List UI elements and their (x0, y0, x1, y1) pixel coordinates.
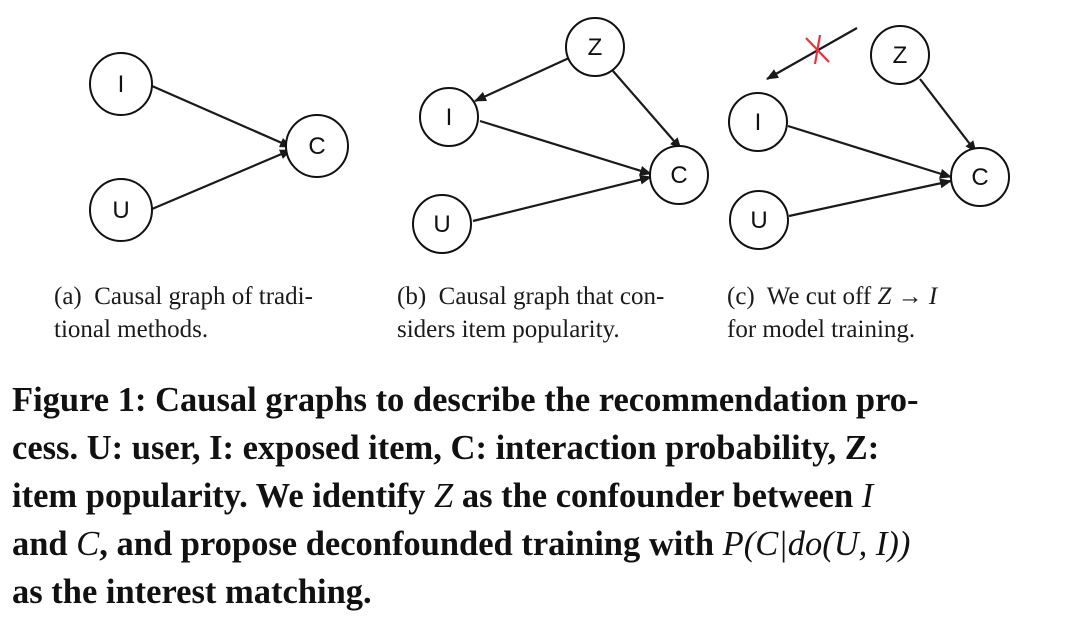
svg-text:Z: Z (588, 34, 603, 61)
subcaption-b-line1: (b) Causal graph that con- (397, 283, 665, 310)
subcaption-c-line2: for model training. (727, 316, 916, 343)
svg-text:C: C (670, 162, 687, 189)
edge-b-z-c (612, 70, 682, 150)
svg-text:C: C (971, 164, 988, 191)
cut-mark-icon (805, 34, 830, 65)
svg-text:I: I (755, 109, 762, 136)
node-b-c: C (649, 145, 709, 205)
node-a-i: I (89, 52, 153, 116)
edge-c-u-c (788, 178, 952, 218)
node-c-i: I (728, 92, 788, 152)
edge-b-i-c (479, 119, 652, 176)
node-b-z: Z (565, 17, 625, 77)
graph-a: I U C (89, 52, 349, 242)
caption-line-5: as the interest matching. (12, 573, 372, 611)
caption-line-4: and C, and propose deconfounded training… (12, 525, 911, 563)
node-a-u: U (89, 178, 153, 242)
caption-line-1: Figure 1: Causal graphs to describe the … (12, 381, 919, 419)
caption-line-3: item popularity. We identify Z as the co… (12, 477, 874, 515)
node-c-z: Z (870, 25, 930, 85)
subcaption-a-line1: (a) Causal graph of tradi- (54, 283, 313, 310)
graph-b: Z I U C (412, 17, 709, 254)
edge-b-z-i (474, 56, 570, 103)
figure-caption: Figure 1: Causal graphs to describe the … (12, 376, 1072, 616)
graph-c: Z I U C (728, 25, 1010, 250)
subcaption-a-line2: tional methods. (54, 316, 209, 343)
svg-text:Z: Z (893, 42, 908, 69)
subcaption-c: (c) We cut off Z → I for model training. (727, 280, 1072, 346)
node-b-i: I (419, 87, 479, 147)
subcaption-c-line1: (c) We cut off Z → I (727, 283, 938, 310)
edge-c-z-c (919, 78, 977, 153)
subcaption-a: (a) Causal graph of tradi- tional method… (54, 280, 399, 346)
subcaption-b: (b) Causal graph that con- siders item p… (397, 280, 727, 346)
edge-a-u-c (151, 148, 292, 211)
svg-text:U: U (433, 211, 450, 238)
caption-line-2: cess. U: user, I: exposed item, C: inter… (12, 429, 880, 467)
svg-text:U: U (750, 207, 767, 234)
node-b-u: U (412, 194, 472, 254)
node-a-c: C (285, 114, 349, 178)
edge-b-u-c (472, 174, 652, 223)
svg-text:I: I (446, 104, 453, 131)
subcaption-b-line2: siders item popularity. (397, 316, 620, 343)
causal-graphs: I U C Z I U C (89, 17, 1010, 254)
edge-c-i-c (787, 124, 952, 179)
edge-a-i-c (151, 84, 292, 149)
node-c-u: U (729, 190, 789, 250)
node-c-c: C (950, 147, 1010, 207)
svg-text:I: I (118, 71, 125, 98)
edge-c-cut (766, 27, 858, 80)
svg-text:U: U (112, 197, 129, 224)
svg-text:C: C (308, 133, 325, 160)
